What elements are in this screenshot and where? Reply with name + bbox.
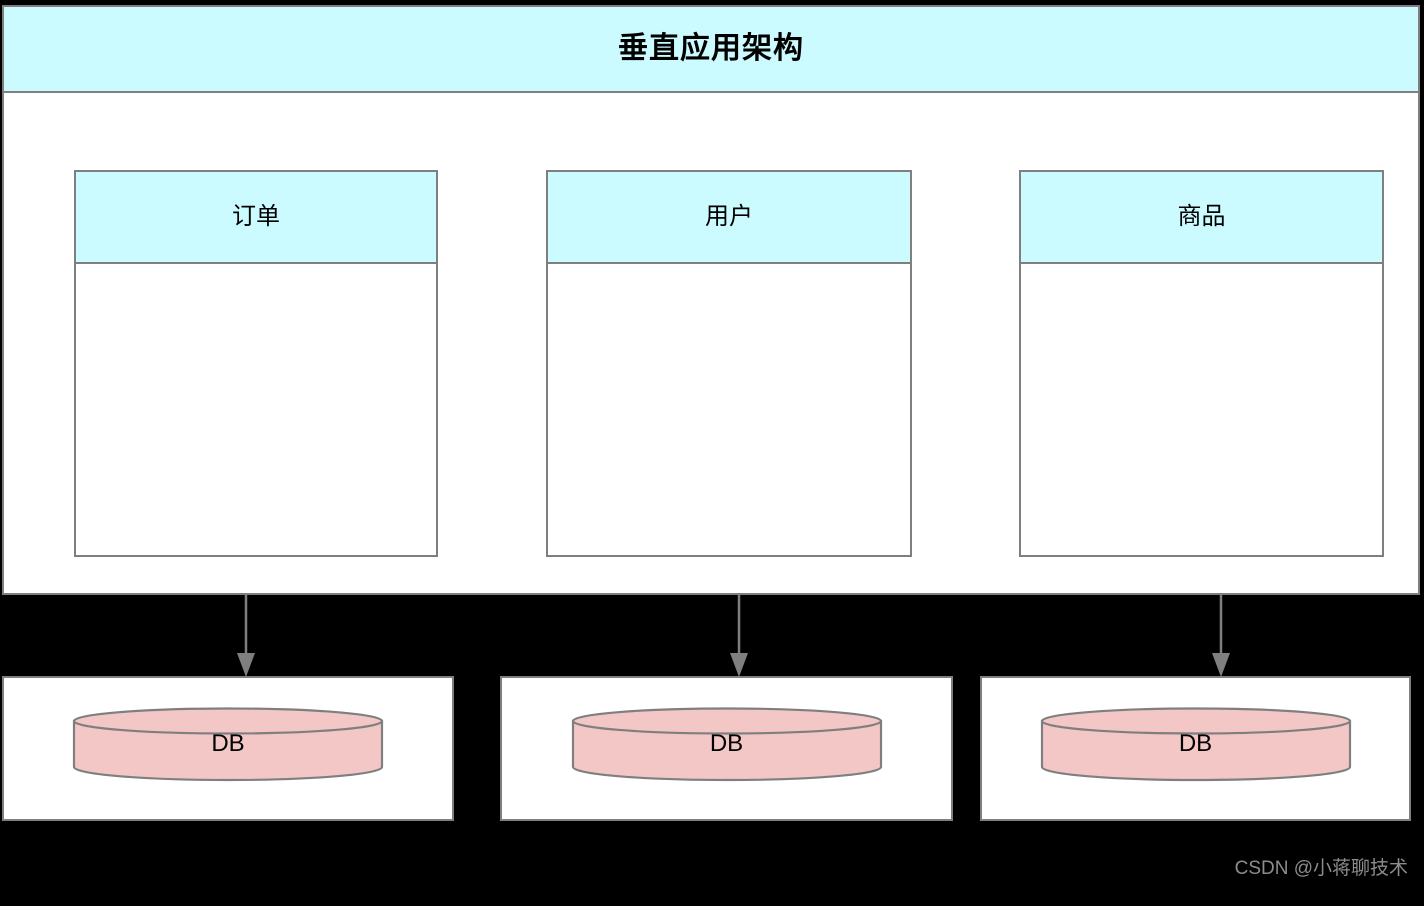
module-label-order: 订单 [232, 203, 280, 230]
database-cylinder-icon: DB [72, 707, 384, 782]
module-header-order: 订单 [76, 172, 436, 264]
module-body-product [1021, 264, 1382, 555]
module-body-user [548, 264, 910, 555]
module-header-user: 用户 [548, 172, 910, 264]
arrow-down-icon-order [233, 595, 259, 679]
module-label-product: 商品 [1177, 203, 1226, 230]
architecture-title-bar: 垂直应用架构 [4, 7, 1418, 93]
database-cylinder-icon: DB [1040, 707, 1352, 782]
arrow-down-icon-product [1208, 595, 1234, 679]
watermark-text: CSDN @小蒋聊技术 [1234, 858, 1408, 879]
module-body-order [76, 264, 436, 555]
page-title: 垂直应用架构 [618, 32, 804, 65]
module-box-order: 订单 [74, 170, 438, 557]
module-label-user: 用户 [705, 203, 753, 230]
module-header-product: 商品 [1021, 172, 1382, 264]
arrow-down-icon-user [726, 595, 752, 679]
database-box-user: DB [500, 676, 953, 821]
database-box-order: DB [2, 676, 454, 821]
module-box-user: 用户 [546, 170, 912, 557]
module-box-product: 商品 [1019, 170, 1384, 557]
database-box-product: DB [980, 676, 1411, 821]
vertical-application-architecture-container: 垂直应用架构 订单 用户 商品 [2, 5, 1420, 595]
database-cylinder-icon: DB [571, 707, 883, 782]
